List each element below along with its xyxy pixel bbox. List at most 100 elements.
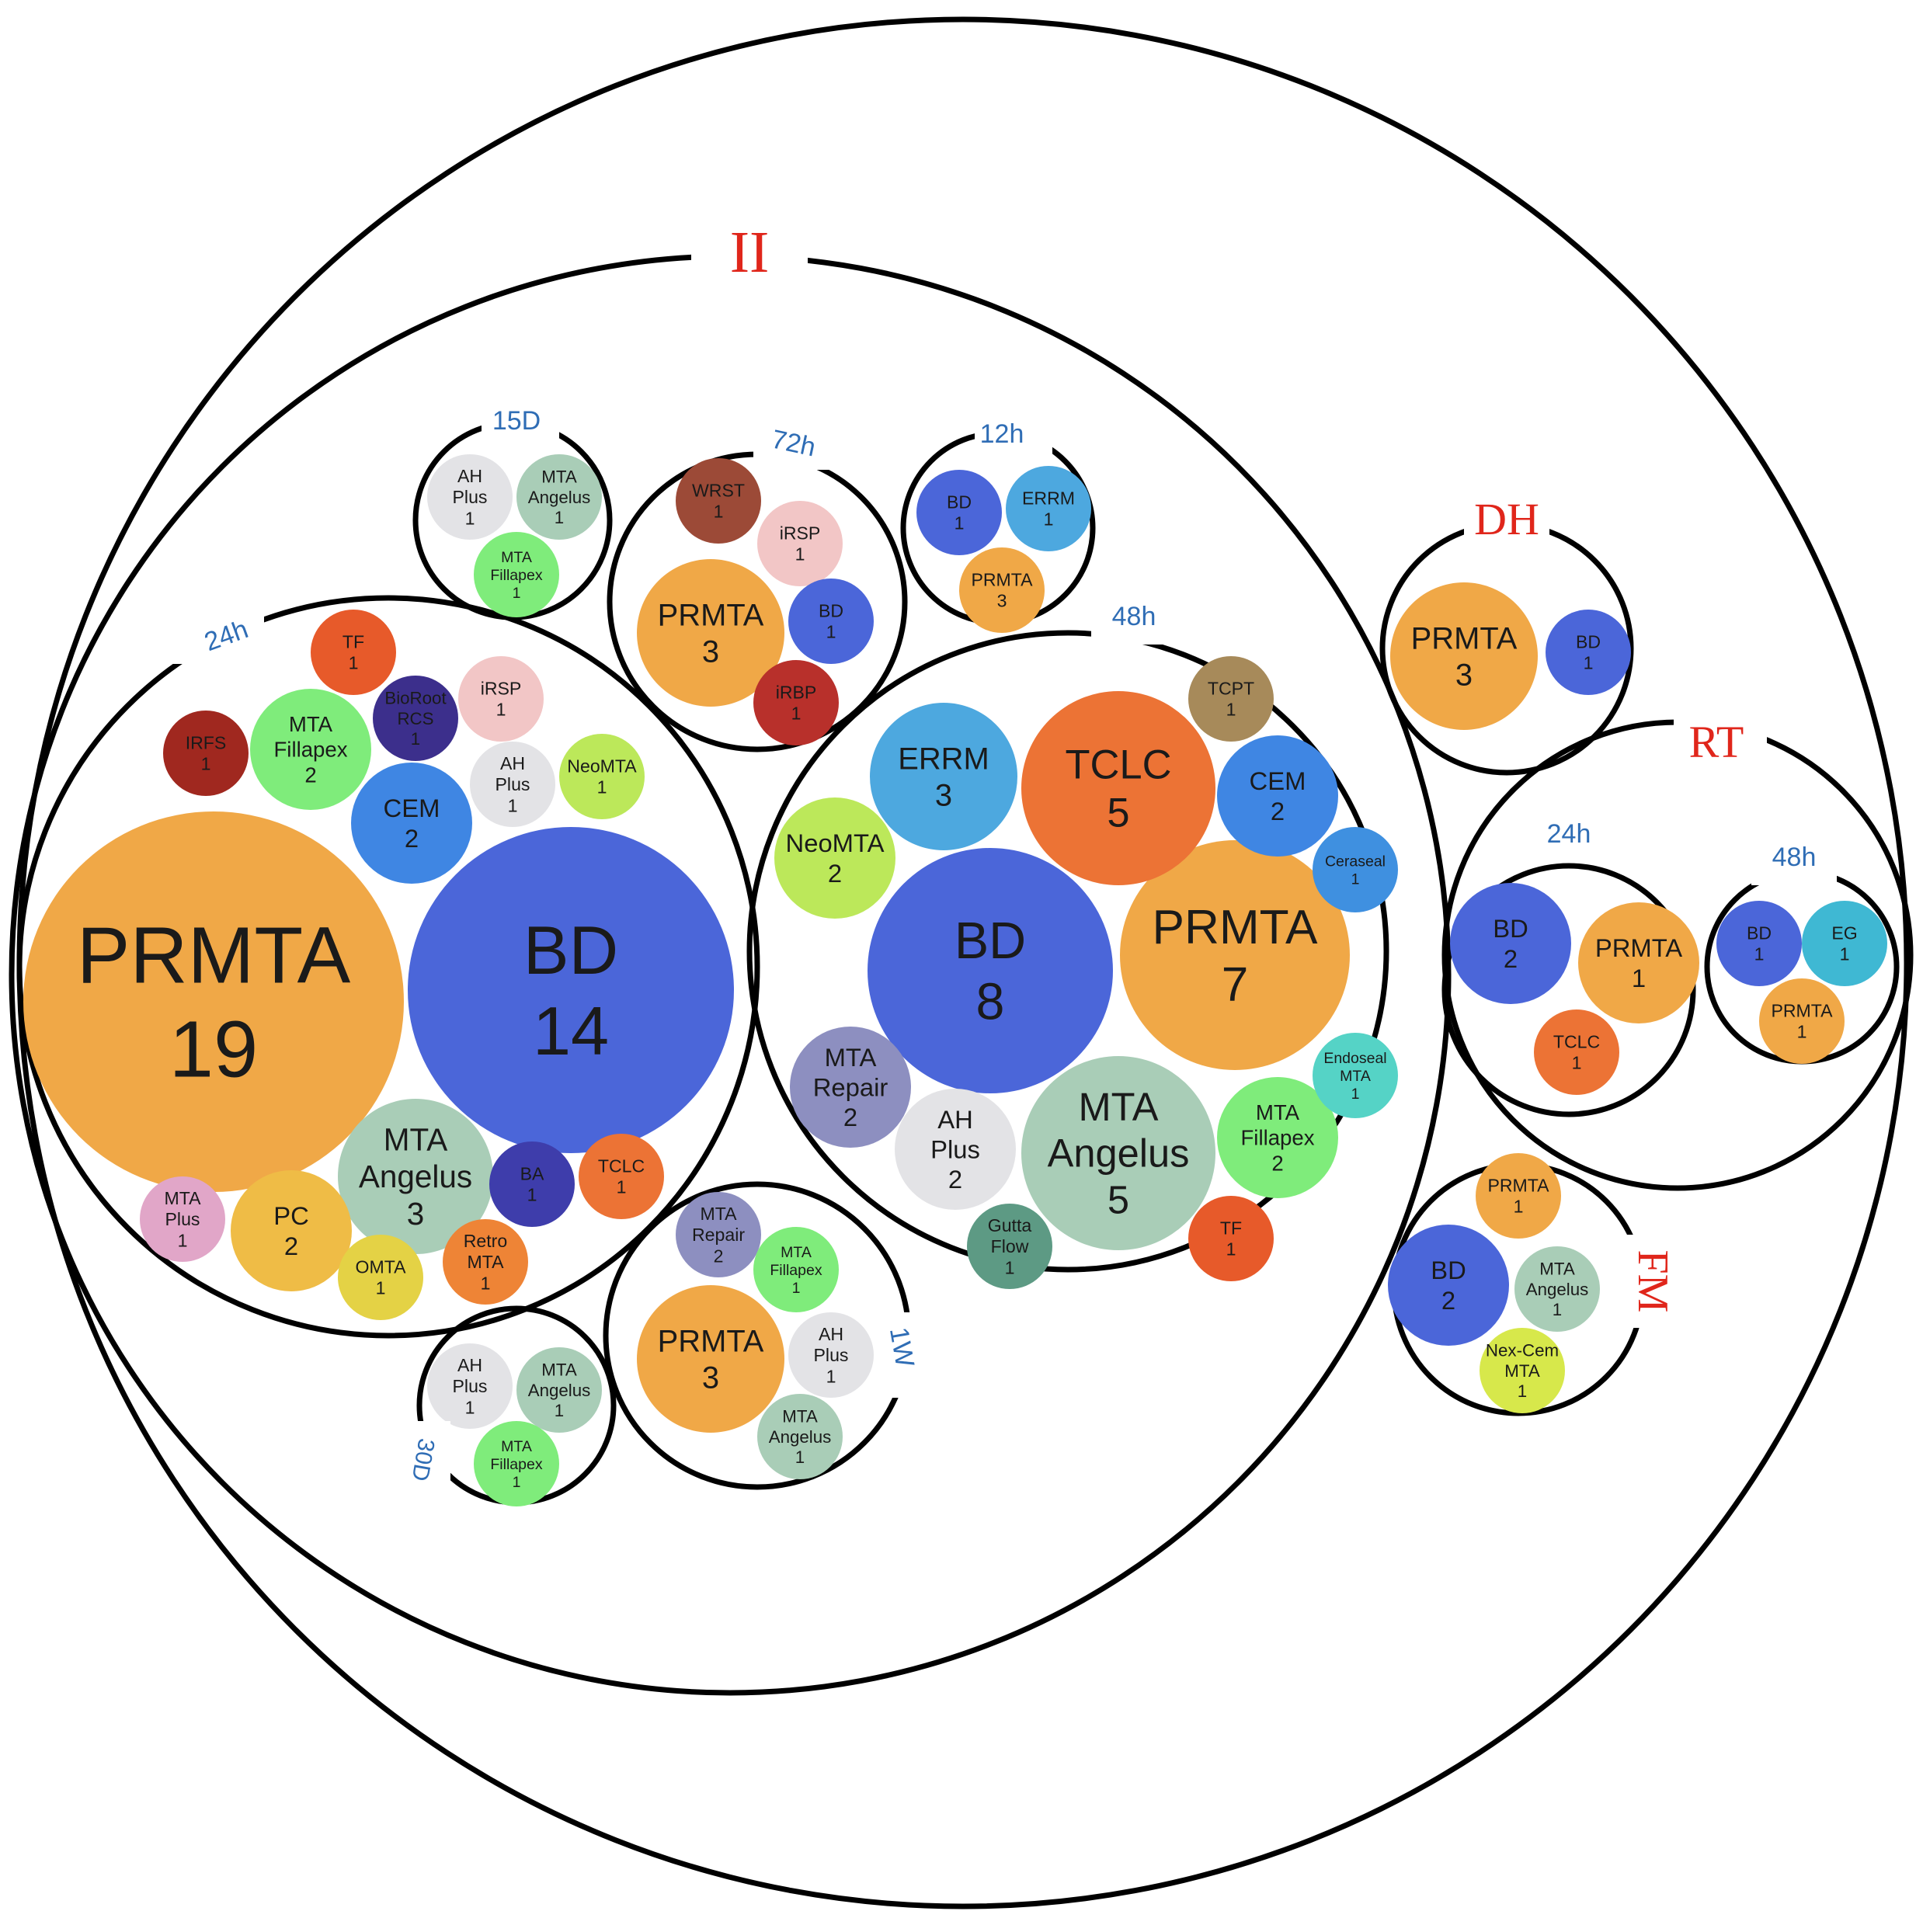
- bubble-circle: [1450, 883, 1571, 1004]
- bubble-circle: [311, 610, 396, 695]
- bubble-circle: [1546, 610, 1631, 695]
- bubble-name: MTA: [1539, 1260, 1575, 1279]
- bubble-name: TCLC: [1553, 1031, 1600, 1051]
- bubble-circle: [23, 811, 404, 1192]
- bubble-name: PRMTA: [1411, 621, 1518, 655]
- bubble-count: 2: [948, 1165, 962, 1194]
- bubble-circle: [443, 1219, 528, 1305]
- bubble-count: 1: [201, 754, 211, 774]
- bubble-circle: [408, 827, 734, 1153]
- bubble-name: OMTA: [356, 1256, 407, 1277]
- bubble-circle: [1759, 978, 1845, 1064]
- bubble-name: MTA: [1078, 1085, 1158, 1129]
- bubble-name: MTA: [700, 1204, 737, 1224]
- bubble-name: MTA: [467, 1252, 504, 1272]
- bubble-circle: [637, 559, 784, 707]
- bubble-circle: [967, 1204, 1052, 1289]
- ring-rt-24h: [1441, 863, 1696, 1117]
- bubble-name: TCLC: [1065, 742, 1171, 787]
- bubble-count: 1: [1797, 1022, 1807, 1042]
- bubble-count: 1: [555, 1401, 564, 1420]
- bubble-count: 2: [714, 1246, 724, 1266]
- group-label-ii-15d: 15D: [492, 406, 541, 436]
- bubble-name: BD: [955, 912, 1026, 970]
- bubble-circle: [753, 1227, 839, 1312]
- bubble-count: 1: [1518, 1381, 1527, 1401]
- bubble-name: AH: [937, 1105, 973, 1134]
- bubble-name: BD: [1747, 923, 1772, 943]
- bubble-circle: [1021, 1056, 1215, 1250]
- bubble-count: 1: [1754, 944, 1765, 964]
- bubble-count: 1: [376, 1278, 386, 1298]
- bubble-name: TCPT: [1208, 678, 1254, 698]
- bubble-name: BD: [523, 912, 619, 989]
- bubble-name: NeoMTA: [786, 829, 885, 857]
- bubble-name: MTA: [541, 1360, 577, 1380]
- bubble-circle: [1006, 466, 1091, 551]
- bubble-circle: [338, 1099, 493, 1254]
- bubble-count: 19: [169, 1005, 258, 1094]
- bubble-count: 3: [997, 591, 1007, 611]
- bubble-circle: [470, 742, 555, 827]
- bubble-name: IRFS: [186, 732, 227, 752]
- bubble-name: PRMTA: [77, 910, 351, 999]
- bubble-count: 3: [935, 779, 952, 813]
- bubble-count: 1: [826, 622, 836, 642]
- bubble-circle: [427, 1343, 513, 1429]
- bubble-count: 2: [1271, 1151, 1283, 1175]
- group-label-ii-12h: 12h: [980, 419, 1024, 449]
- bubble-circle: [231, 1170, 352, 1291]
- bubble-count: 1: [1553, 1300, 1562, 1319]
- bubble-count: 1: [792, 1280, 801, 1297]
- bubble-name: Endoseal: [1323, 1050, 1386, 1067]
- bubble-circle: [788, 579, 874, 664]
- bubble-count: 2: [284, 1232, 298, 1260]
- ring-ii-24h: [16, 595, 760, 1339]
- bubble-count: 2: [1271, 797, 1285, 825]
- category-label-ii: II: [730, 220, 770, 285]
- bubble-count: 1: [496, 700, 506, 720]
- bubble-circle: [895, 1089, 1016, 1210]
- bubble-circle: [516, 454, 602, 540]
- bubble-count: 7: [1222, 957, 1249, 1011]
- ring-ii-48h: [746, 630, 1389, 1273]
- bubble-name: BD: [1493, 914, 1528, 943]
- bubble-circle: [1217, 735, 1338, 857]
- bubble-count: 2: [828, 859, 842, 888]
- bubble-name: WRST: [692, 480, 745, 500]
- bubble-name: Fillapex: [770, 1262, 822, 1279]
- bubble-name: Angelus: [769, 1427, 832, 1447]
- bubble-name: AH: [457, 1355, 482, 1375]
- bubble-name: BD: [819, 600, 843, 620]
- bubble-name: TF: [343, 631, 364, 652]
- bubble-name: TF: [1220, 1218, 1242, 1238]
- bubble-name: PRMTA: [658, 598, 764, 632]
- bubble-count: 3: [1455, 658, 1473, 693]
- bubble-count: 1: [1584, 653, 1594, 673]
- bubble-circle: [458, 656, 544, 742]
- bubble-name: iRSP: [780, 523, 821, 543]
- bubble-name: MTA: [541, 467, 577, 487]
- group-labels: II DH RT FM 24h 48h 12h 72h 15D 30D 1W 2…: [171, 217, 1837, 1506]
- bubble-circle: [474, 532, 559, 617]
- bubble-circle: [1313, 1033, 1398, 1118]
